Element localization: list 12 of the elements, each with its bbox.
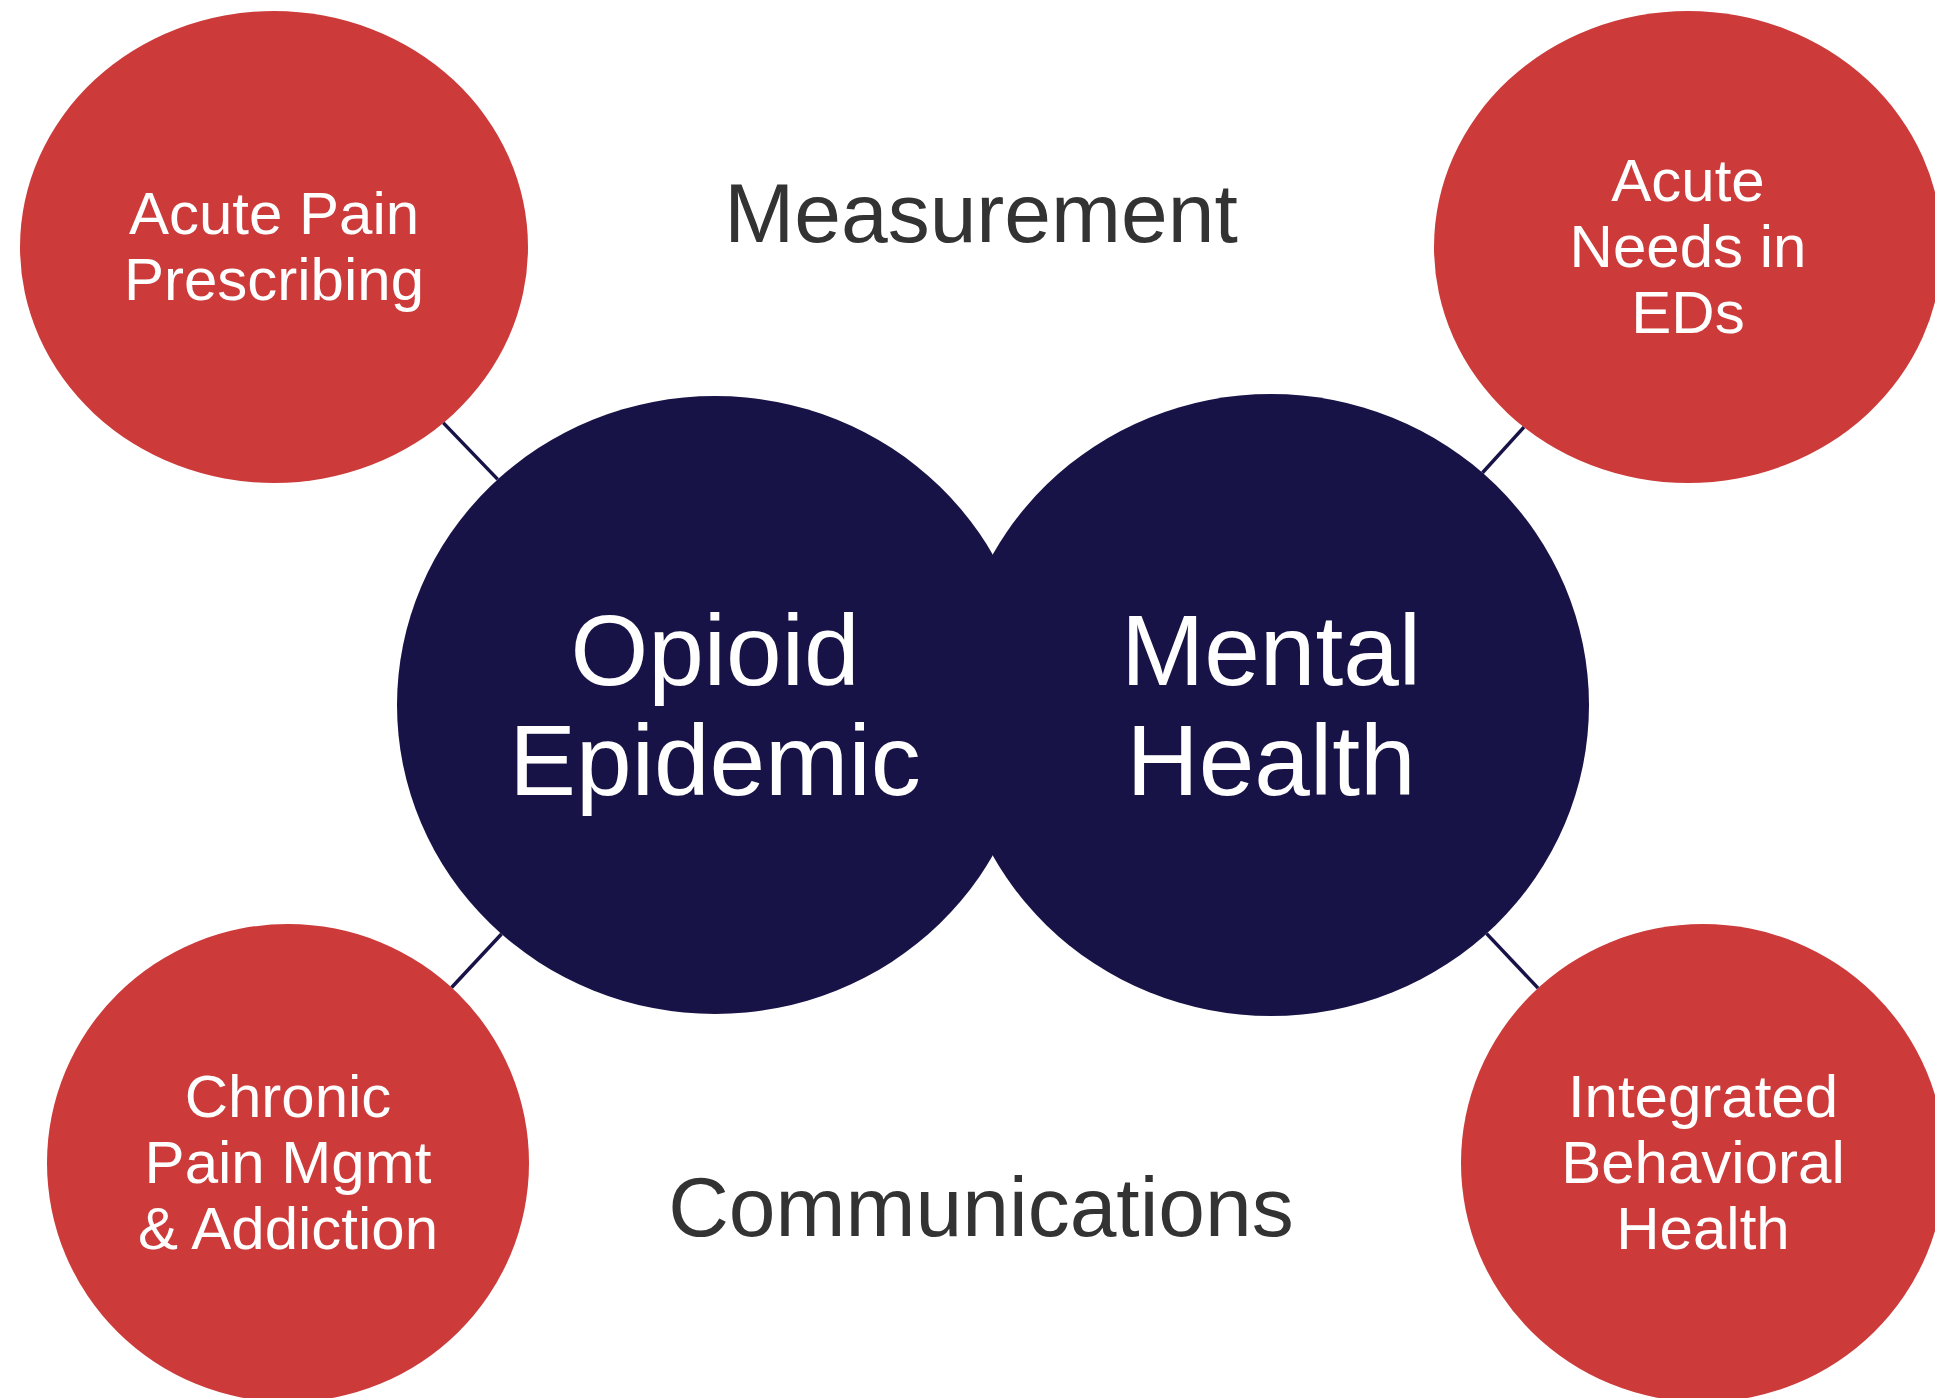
- connector-line: [450, 932, 503, 989]
- topic-text: Acute Pain Prescribing: [122, 181, 426, 313]
- theme-label: Measurement: [724, 164, 1238, 262]
- topic-text: Chronic Pain Mgmt & Addiction: [136, 1064, 440, 1262]
- topic-text: Opioid Epidemic: [508, 595, 922, 815]
- connector-line: [1481, 426, 1526, 474]
- connector-line: [1485, 932, 1540, 990]
- topic-text: Acute Needs in EDs: [1568, 148, 1808, 346]
- connector-line: [442, 421, 499, 481]
- topic-text: Integrated Behavioral Health: [1560, 1064, 1846, 1262]
- topic-text: Mental Health: [1119, 595, 1423, 815]
- theme-label: Communications: [668, 1158, 1294, 1256]
